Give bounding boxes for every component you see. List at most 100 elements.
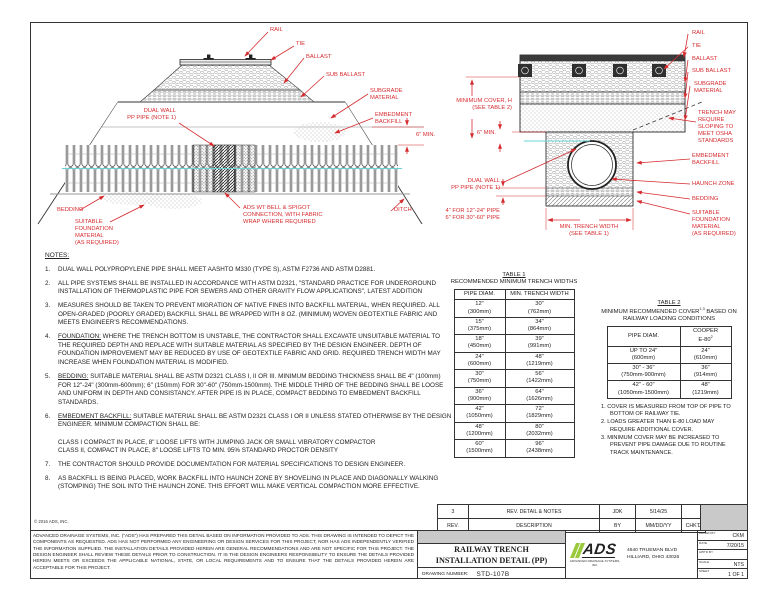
table-2-footnote: 2. LOADS GREATER THAN E-80 LOAD MAY REQU… bbox=[601, 419, 715, 433]
table-1-row: 42" (1050mm) 72" (1829mm) bbox=[453, 404, 575, 423]
table-1-row: 24" (600mm) 48" (1219mm) bbox=[453, 351, 575, 371]
label-dual-wall-pipe: DUAL WALL PP PIPE (NOTE 1) bbox=[451, 178, 500, 192]
sub-ballast-band bbox=[139, 89, 315, 103]
table-1-row: 18" (450mm) 39" (991mm) bbox=[453, 334, 575, 353]
label-embedment: EMBEDMENT BACKFILL bbox=[692, 153, 730, 167]
note-text: SUITABLE MATERIAL SHALL BE ASTM D2321 CL… bbox=[58, 372, 444, 406]
table-1-grid: PIPE DIAM. MIN. TRENCH WIDTH 12" (300mm)… bbox=[453, 289, 575, 458]
copyright-line: © 2016 ADS, INC. bbox=[34, 519, 69, 524]
label-tie: TIE bbox=[296, 41, 306, 47]
title-section: RAILWAY TRENCH INSTALLATION DETAIL (PP) … bbox=[418, 530, 565, 578]
right-diagram-drawing bbox=[466, 33, 703, 230]
pipe-diam-cell: 18" (450mm) bbox=[453, 334, 506, 353]
label-subgrade: SUBGRADE MATERIAL bbox=[694, 81, 727, 95]
trench-width-cell: 39" (991mm) bbox=[504, 334, 575, 353]
label-rail: RAIL bbox=[270, 27, 283, 33]
title-field-row: DATE 7/20/15 bbox=[698, 541, 747, 551]
label-rail: RAIL bbox=[692, 30, 705, 36]
embedment-stipple bbox=[294, 122, 346, 142]
notes-list: DUAL WALL POLYPROPYLENE PIPE SHALL MEET … bbox=[45, 266, 452, 492]
track-structure-section bbox=[518, 54, 686, 133]
ads-logo: ADS ADVANCED DRAINAGE SYSTEMS, INC. bbox=[569, 541, 621, 567]
bedding-band bbox=[546, 188, 633, 196]
logo-tagline: ADVANCED DRAINAGE SYSTEMS, INC. bbox=[569, 559, 621, 567]
cover-cell: 36" (914mm) bbox=[679, 362, 732, 382]
label-foundation: SUITABLE FOUNDATION MATERIAL (AS REQUIRE… bbox=[75, 219, 119, 247]
chkd-header: CHK'D bbox=[681, 518, 706, 533]
logo-section: ADS ADVANCED DRAINAGE SYSTEMS, INC. 4640… bbox=[565, 530, 697, 578]
pipe-section bbox=[567, 140, 617, 190]
table-2-row: 30" - 36" (750mm-900mm) 36" (914mm) bbox=[606, 362, 732, 382]
label-trench-width: MIN. TRENCH WIDTH (SEE TABLE 1) bbox=[559, 224, 619, 238]
table-1-row: 15" (375mm) 34" (864mm) bbox=[453, 316, 575, 336]
table-1-subtitle: RECOMMENDED MINIMUM TRENCH WIDTHS bbox=[450, 279, 578, 285]
table-1-row: 48" (1200mm) 80" (2032mm) bbox=[453, 421, 575, 441]
table-2-grid: PIPE DIAM. COOPER E-802 UP TO 24" (600mm… bbox=[606, 326, 732, 399]
sheet-frame bbox=[30, 22, 748, 579]
note-text: AS BACKFILL IS BEING PLACED, WORK BACKFI… bbox=[58, 474, 439, 491]
table-2-header-cooper: COOPER E-802 bbox=[679, 326, 732, 347]
rev-date: 5/14/25 bbox=[635, 504, 682, 519]
pipe-diam-cell: 60" (1500mm) bbox=[453, 439, 506, 458]
label-bedding: BEDDING bbox=[692, 196, 719, 202]
trench-width-cell: 64" (1626mm) bbox=[504, 386, 575, 406]
revision-table: 3 REV. DETAIL & NOTES JDK 5/14/25 REV. D… bbox=[437, 504, 706, 533]
table-1-header-pipe-diam: PIPE DIAM. bbox=[453, 289, 506, 301]
osha-slope-line bbox=[632, 101, 703, 131]
pipe-diam-cell: 36" (900mm) bbox=[453, 386, 506, 406]
cover-cell: 24" (610mm) bbox=[679, 345, 732, 364]
label-foundation: SUITABLE FOUNDATION MATERIAL (AS REQUIRE… bbox=[692, 210, 736, 238]
note-item: AS BACKFILL IS BEING PLACED, WORK BACKFI… bbox=[45, 475, 452, 492]
note-item: BEDDING: SUITABLE MATERIAL SHALL BE ASTM… bbox=[45, 373, 452, 408]
sub-ballast-band bbox=[519, 91, 686, 105]
company-address: 4640 TRUEMAN BLVD HILLIARD, OHIO 43026 bbox=[627, 547, 680, 560]
table-1-title: TABLE 1 bbox=[502, 272, 526, 278]
cover-cell: 48" (1219mm) bbox=[679, 380, 732, 399]
note-lead: FOUNDATION: bbox=[58, 333, 101, 341]
note-item: DUAL WALL POLYPROPYLENE PIPE SHALL MEET … bbox=[45, 266, 452, 275]
foundation-band bbox=[546, 196, 633, 206]
drawing-number-value: STD-107B bbox=[476, 570, 510, 578]
pipe-diam-cell: 42" - 60" (1050mm-1500mm) bbox=[606, 380, 681, 399]
drawing-title: RAILWAY TRENCH INSTALLATION DETAIL (PP) bbox=[435, 545, 548, 565]
table-2-footnote: 1. COVER IS MEASURED FROM TOP OF PIPE TO… bbox=[601, 403, 731, 418]
label-six-min: 6" MIN. bbox=[416, 132, 436, 138]
corrugated-pipe bbox=[62, 144, 402, 193]
pipe-diam-cell: 48" (1200mm) bbox=[453, 421, 506, 441]
note-text: MEASURES SHOULD BE TAKEN TO PREVENT MIGR… bbox=[58, 302, 440, 327]
label-ballast: BALLAST bbox=[692, 56, 718, 62]
notes-heading: NOTES: bbox=[45, 252, 70, 259]
note-text: SUITABLE MATERIAL SHALL BE ASTM D2321 CL… bbox=[58, 412, 452, 455]
field-label: DATE bbox=[699, 540, 708, 545]
pipe-diam-cell: 24" (600mm) bbox=[453, 351, 506, 371]
pipe-diam-cell: 30" (750mm) bbox=[453, 369, 506, 388]
field-label: SCALE bbox=[699, 559, 710, 564]
field-value: 1 OF 1 bbox=[728, 572, 744, 579]
trench-width-cell: 56" (1422mm) bbox=[504, 369, 575, 388]
note-lead: BEDDING: bbox=[58, 372, 89, 380]
title-field-row: SCALE NTS bbox=[698, 560, 747, 570]
table-1: TABLE 1 RECOMMENDED MINIMUM TRENCH WIDTH… bbox=[448, 272, 580, 458]
table-1-row: 12" (300mm) 30" (762mm) bbox=[453, 299, 575, 318]
table-2-footnote: 3. MINIMUM COVER MAY BE INCREASED TO PRE… bbox=[601, 434, 726, 456]
note-item: FOUNDATION: WHERE THE TRENCH BOTTOM IS U… bbox=[45, 333, 452, 368]
left-diagram: RAIL TIE BALLAST SUB BALLAST SUBGRADE MA… bbox=[32, 26, 444, 252]
trench-width-cell: 80" (2032mm) bbox=[504, 421, 575, 441]
trench-width-cell: 72" (1829mm) bbox=[504, 404, 575, 423]
table-1-row: 60" (1500mm) 96" (2438mm) bbox=[453, 439, 575, 458]
table-2: TABLE 2 MINIMUM RECOMMENDED COVER1,3 BAS… bbox=[601, 300, 737, 458]
rev-by: JDK bbox=[599, 504, 636, 519]
title-field-row: SHEET 1 OF 1 bbox=[698, 569, 747, 579]
title-gray-bar bbox=[418, 531, 565, 544]
label-sub-ballast: SUB BALLAST bbox=[692, 68, 731, 74]
note-text: WHERE THE TRENCH BOTTOM IS UNSTABLE, THE… bbox=[58, 333, 441, 367]
rev-number: 3 bbox=[437, 504, 469, 519]
logo-wordmark: ADS bbox=[582, 541, 618, 558]
note-item: MEASURES SHOULD BE TAKEN TO PREVENT MIGR… bbox=[45, 302, 452, 328]
note-lead: EMBEDMENT BACKFILL: bbox=[58, 412, 132, 420]
trench-width-cell: 30" (762mm) bbox=[504, 299, 575, 318]
field-label: APP'D BY bbox=[699, 550, 714, 555]
trench bbox=[524, 101, 703, 207]
table-1-row: 30" (750mm) 56" (1422mm) bbox=[453, 369, 575, 388]
label-embedment: EMBEDMENT BACKFILL bbox=[375, 112, 413, 126]
